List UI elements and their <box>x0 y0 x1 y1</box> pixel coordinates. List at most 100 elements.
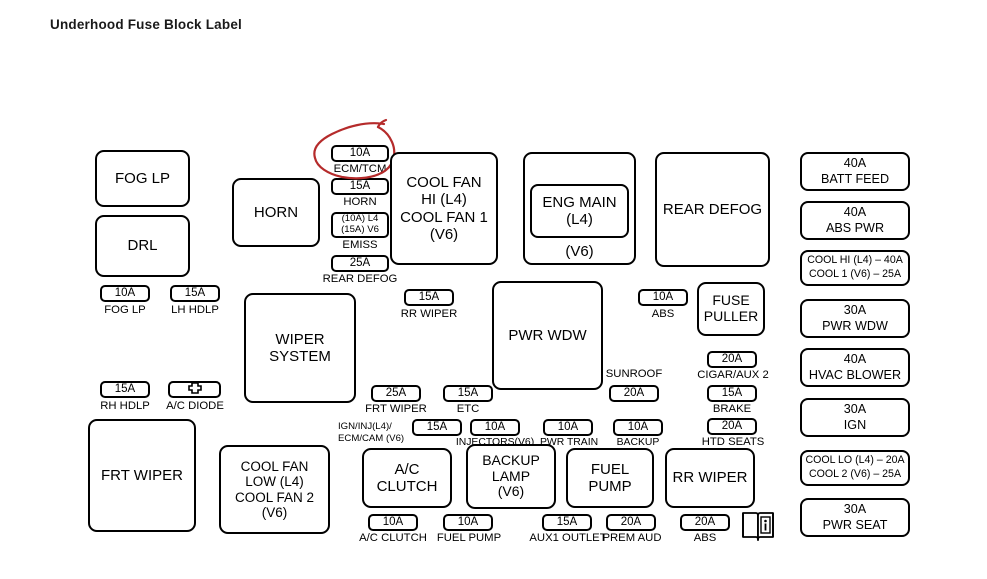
maxi-fuse-pwr-wdw-label: PWR WDW <box>822 318 888 333</box>
maxi-fuse-abs-pwr-rating: 40A <box>843 204 867 219</box>
fuse-ac-clutch-rating: 10A <box>382 516 404 529</box>
fuse-cigar-aux2[interactable]: 20A <box>707 351 757 368</box>
diode-icon <box>184 382 206 397</box>
maxi-fuse-cool-hi-v6: COOL 1 (V6) – 25A <box>808 268 902 280</box>
fuse-ac-clutch[interactable]: 10A <box>368 514 418 531</box>
fuse-injectors-rating: 10A <box>484 421 506 434</box>
fuse-fuel-pump[interactable]: 10A <box>443 514 493 531</box>
fuse-ign-inj-label: IGN/INJ(L4)/ ECM/CAM (V6) <box>338 421 405 444</box>
fuse-lh-hdlp-label: LH HDLP <box>171 304 219 316</box>
relay-cool-fan-low[interactable]: COOL FAN LOW (L4) COOL FAN 2 (V6) <box>219 445 330 534</box>
fuse-prem-aud[interactable]: 20A <box>606 514 656 531</box>
fuse-rr-wiper-upper[interactable]: 15A <box>404 289 454 306</box>
fuse-etc[interactable]: 15A <box>443 385 493 402</box>
fuse-rh-hdlp[interactable]: 15A <box>100 381 150 398</box>
fuse-injectors[interactable]: 10A <box>470 419 520 436</box>
maxi-fuse-cool-lo-v6: COOL 2 (V6) – 25A <box>808 468 902 480</box>
fuse-abs-lower-rating: 20A <box>694 516 716 529</box>
relay-horn[interactable]: HORN <box>232 178 320 247</box>
maxi-fuse-ign[interactable]: 30A IGN <box>800 398 910 437</box>
relay-pwr-wdw[interactable]: PWR WDW <box>492 281 603 390</box>
relay-drl-label: DRL <box>127 237 158 255</box>
relay-fog-lp-label: FOG LP <box>114 169 170 187</box>
relay-drl[interactable]: DRL <box>95 215 190 277</box>
fuse-lh-hdlp[interactable]: 15A <box>170 285 220 302</box>
fuse-ecm-tcm-rating: 10A <box>349 147 371 160</box>
relay-ac-clutch[interactable]: A/C CLUTCH <box>362 448 452 508</box>
relay-rear-defog[interactable]: REAR DEFOG <box>655 152 770 267</box>
fuse-horn-label: HORN <box>343 196 377 208</box>
relay-cool-fan-hi-label: COOL FAN HI (L4) COOL FAN 1 (V6) <box>400 174 488 243</box>
fuse-brake[interactable]: 15A <box>707 385 757 402</box>
relay-rear-defog-label: REAR DEFOG <box>662 200 763 218</box>
fuse-pwr-train[interactable]: 10A <box>543 419 593 436</box>
relay-wiper-system[interactable]: WIPER SYSTEM <box>244 293 356 403</box>
relay-wiper-system-label: WIPER SYSTEM <box>269 330 331 365</box>
fuse-aux1-outlet-label: AUX1 OUTLET <box>529 532 607 544</box>
relay-fuse-puller[interactable]: FUSE PULLER <box>697 282 765 336</box>
fuse-fog-lp[interactable]: 10A <box>100 285 150 302</box>
fuse-rear-defog-rating: 25A <box>349 257 371 270</box>
maxi-fuse-batt-feed-label: BATT FEED <box>820 171 890 186</box>
fuse-ecm-tcm[interactable]: 10A <box>331 145 389 162</box>
maxi-fuse-cool-hi[interactable]: COOL HI (L4) – 40A COOL 1 (V6) – 25A <box>800 250 910 286</box>
fuse-pwr-train-rating: 10A <box>557 421 579 434</box>
fuse-etc-label: ETC <box>456 403 480 415</box>
fuse-ign-inj[interactable]: 15A <box>412 419 462 436</box>
maxi-fuse-pwr-seat-rating: 30A <box>843 501 867 516</box>
maxi-fuse-batt-feed-rating: 40A <box>843 155 867 170</box>
fuse-emiss[interactable]: (10A) L4 (15A) V6 <box>331 212 389 238</box>
maxi-fuse-pwr-seat-label: PWR SEAT <box>822 517 888 532</box>
fuse-frt-wiper[interactable]: 25A <box>371 385 421 402</box>
fuse-cigar-aux2-label: CIGAR/AUX 2 <box>697 369 769 381</box>
fuse-htd-seats-rating: 20A <box>721 420 743 433</box>
relay-frt-wiper[interactable]: FRT WIPER <box>88 419 196 532</box>
fuse-rh-hdlp-label: RH HDLP <box>100 400 150 412</box>
fuse-abs-upper-label: ABS <box>651 308 675 320</box>
relay-fuel-pump[interactable]: FUEL PUMP <box>566 448 654 508</box>
maxi-fuse-hvac-blower[interactable]: 40A HVAC BLOWER <box>800 348 910 387</box>
fuse-frt-wiper-label: FRT WIPER <box>365 403 427 415</box>
fuse-emiss-rating-v6: (15A) V6 <box>341 224 379 235</box>
fuse-rear-defog-label: REAR DEFOG <box>322 273 398 285</box>
maxi-fuse-cool-hi-l4: COOL HI (L4) – 40A <box>807 254 903 267</box>
fuse-rear-defog[interactable]: 25A <box>331 255 389 272</box>
relay-horn-label: HORN <box>253 203 299 221</box>
fuse-ecm-tcm-label: ECM/TCM <box>333 163 387 175</box>
fuse-fuel-pump-label: FUEL PUMP <box>436 532 502 544</box>
relay-cool-fan-hi[interactable]: COOL FAN HI (L4) COOL FAN 1 (V6) <box>390 152 498 265</box>
open-book-icon <box>741 507 775 548</box>
fuse-cigar-aux2-rating: 20A <box>721 353 743 366</box>
relay-backup-lamp[interactable]: BACKUP LAMP (V6) <box>466 444 556 509</box>
fuse-ac-diode[interactable] <box>168 381 221 398</box>
maxi-fuse-pwr-wdw[interactable]: 30A PWR WDW <box>800 299 910 338</box>
relay-eng-main[interactable]: ENG MAIN (L4) (V6) <box>523 152 636 265</box>
relay-backup-lamp-label: BACKUP LAMP (V6) <box>482 451 540 500</box>
fuse-prem-aud-rating: 20A <box>620 516 642 529</box>
fuse-lh-hdlp-rating: 15A <box>184 287 206 300</box>
maxi-fuse-pwr-seat[interactable]: 30A PWR SEAT <box>800 498 910 537</box>
fuse-horn[interactable]: 15A <box>331 178 389 195</box>
fuse-emiss-rating-l4: (10A) L4 <box>341 213 379 225</box>
fuse-abs-upper-rating: 10A <box>652 291 674 304</box>
fuse-abs-upper[interactable]: 10A <box>638 289 688 306</box>
relay-fog-lp[interactable]: FOG LP <box>95 150 190 207</box>
relay-cool-fan-low-label: COOL FAN LOW (L4) COOL FAN 2 (V6) <box>234 458 315 520</box>
maxi-fuse-batt-feed[interactable]: 40A BATT FEED <box>800 152 910 191</box>
fuse-abs-lower[interactable]: 20A <box>680 514 730 531</box>
relay-rr-wiper[interactable]: RR WIPER <box>665 448 755 508</box>
fuse-brake-label: BRAKE <box>712 403 752 415</box>
fuse-etc-rating: 15A <box>457 387 479 400</box>
maxi-fuse-cool-lo[interactable]: COOL LO (L4) – 20A COOL 2 (V6) – 25A <box>800 450 910 486</box>
fuse-aux1-outlet[interactable]: 15A <box>542 514 592 531</box>
fuse-ac-diode-label: A/C DIODE <box>166 400 224 412</box>
fuse-backup-rating: 10A <box>627 421 649 434</box>
fuse-rh-hdlp-rating: 15A <box>114 383 136 396</box>
fuse-sunroof[interactable]: 20A <box>609 385 659 402</box>
maxi-fuse-abs-pwr[interactable]: 40A ABS PWR <box>800 201 910 240</box>
fuse-htd-seats[interactable]: 20A <box>707 418 757 435</box>
fuse-backup[interactable]: 10A <box>613 419 663 436</box>
relay-rr-wiper-label: RR WIPER <box>672 469 748 487</box>
relay-fuel-pump-label: FUEL PUMP <box>588 460 632 495</box>
